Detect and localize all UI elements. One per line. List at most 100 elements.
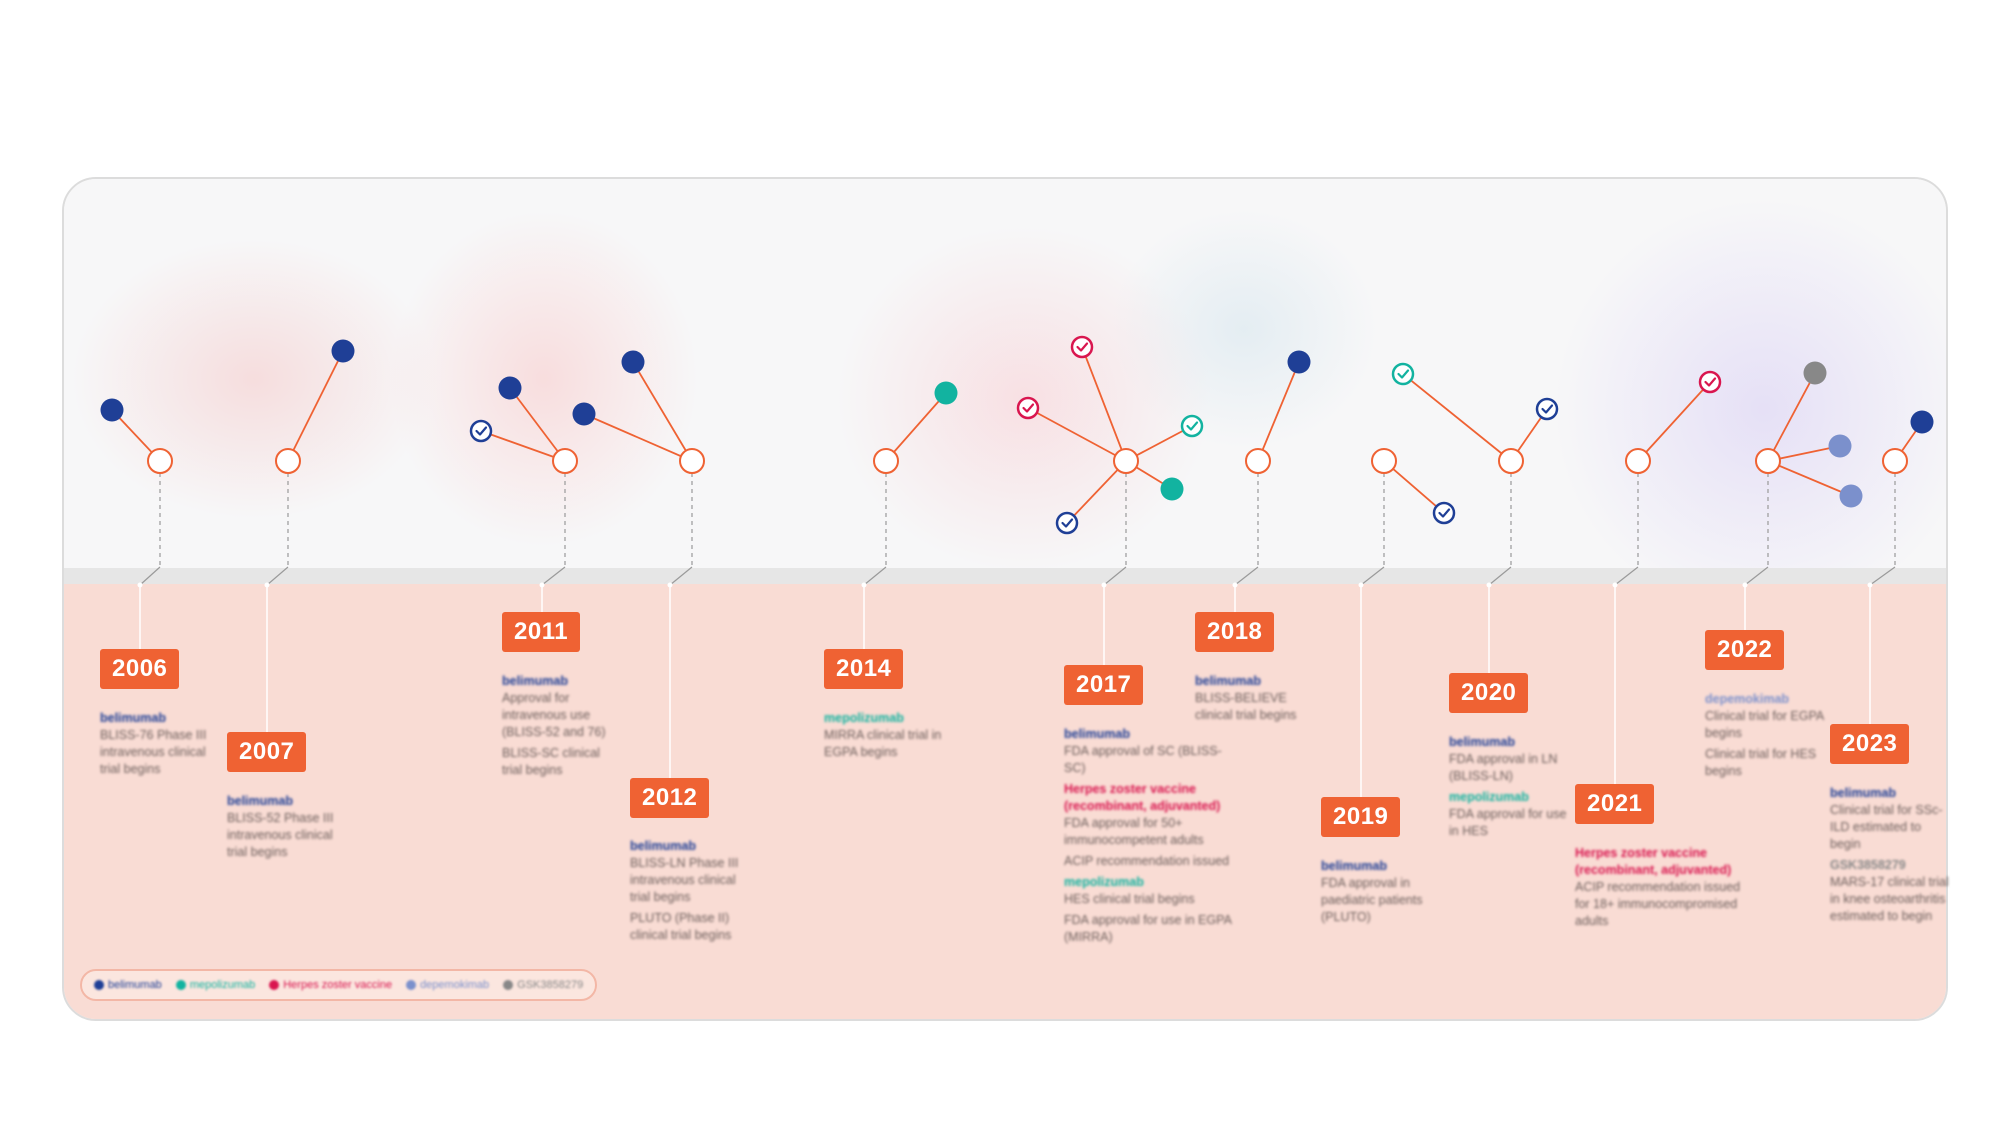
drop-dot-2014	[861, 582, 867, 588]
rail-connector-2022	[1744, 566, 1769, 586]
drug-name: belimumab	[100, 711, 166, 725]
marker-check-ring-2017-0	[1016, 396, 1040, 420]
drop-dot-2007	[264, 582, 270, 588]
drop-dot-2021	[1612, 582, 1618, 588]
marker-check-ring-2021-0	[1698, 370, 1722, 394]
drug-name: mepolizumab	[824, 711, 904, 725]
year-badge-2017: 2017	[1064, 665, 1144, 705]
milestone-hub-2006	[147, 448, 173, 474]
legend-dot-icon	[269, 980, 280, 990]
legend-item: GSK3858279	[503, 979, 583, 991]
legend-dot-icon	[94, 980, 104, 990]
drug-name: belimumab	[630, 839, 696, 853]
legend-dot-icon	[175, 980, 186, 990]
year-badge-2021: 2021	[1575, 784, 1655, 824]
marker-check-ring-2017-2	[1055, 511, 1079, 535]
milestone-hub-2021	[1625, 448, 1651, 474]
marker-dot-2022-1	[1828, 434, 1852, 458]
drug-name: belimumab	[1321, 859, 1387, 873]
marker-check-ring-2011-0	[469, 419, 493, 443]
marker-check-ring-2020-0	[1391, 362, 1415, 386]
event-text: MARS-17 clinical trial in knee osteoarth…	[1830, 875, 1949, 923]
milestone-hub-2014	[873, 448, 899, 474]
drop-dot-2018	[1232, 582, 1238, 588]
connector-2022-0	[1767, 372, 1816, 462]
event-text: BLISS-LN Phase III intravenous clinical …	[630, 856, 739, 904]
connector-2021-0	[1637, 381, 1711, 462]
drop-dot-2012	[667, 582, 673, 588]
marker-dot-2011-1	[498, 376, 522, 400]
drop-dot-2023	[1867, 582, 1873, 588]
event-text: PLUTO (Phase II) clinical trial begins	[630, 911, 732, 942]
event-text: Clinical trial for HES begins	[1705, 747, 1817, 778]
rail-connector-2007	[266, 566, 289, 586]
check-icon	[1704, 377, 1717, 387]
event-text: BLISS-52 Phase III intravenous clinical …	[227, 811, 334, 859]
connector-2017-1	[1081, 346, 1127, 462]
drug-name: mepolizumab	[1064, 875, 1144, 889]
milestone-hub-2018	[1245, 448, 1271, 474]
drop-dot-2006	[137, 582, 143, 588]
milestone-hub-2011	[552, 448, 578, 474]
check-icon	[1076, 342, 1089, 352]
check-icon	[475, 426, 488, 436]
milestone-hub-2007	[275, 448, 301, 474]
marker-check-ring-2019-0	[1432, 501, 1456, 525]
legend-item: depemokimab	[406, 979, 489, 991]
check-icon	[1186, 421, 1199, 431]
event-text: Clinical trial for EGPA begins	[1705, 709, 1824, 740]
milestone-description-2021: Herpes zoster vaccine (recombinant, adju…	[1575, 845, 1750, 934]
drug-name: depemokimab	[1705, 692, 1790, 706]
legend-dot-icon	[406, 980, 417, 990]
legend-item: belimumab	[94, 979, 162, 991]
marker-dot-2022-0	[1803, 361, 1827, 385]
event-text: FDA approval for use in HES	[1449, 807, 1567, 838]
event-text: Clinical trial for SSc-ILD estimated to …	[1830, 803, 1943, 851]
legend-label: depemokimab	[420, 979, 490, 991]
connector-2019-0	[1383, 460, 1445, 514]
rail-connector-2012	[669, 566, 693, 586]
event-text: HES clinical trial begins	[1064, 892, 1195, 906]
year-badge-2007: 2007	[227, 732, 307, 772]
event-text: Approval for intravenous use (BLISS-52 a…	[502, 691, 606, 739]
drug-name: belimumab	[227, 794, 293, 808]
legend-item: Herpes zoster vaccine	[269, 979, 392, 991]
rail-connector-2014	[863, 566, 887, 586]
connector-2012-0	[583, 413, 693, 462]
marker-dot-2007-0	[331, 339, 355, 363]
event-text: FDA approval in LN (BLISS-LN)	[1449, 752, 1558, 783]
event-text: BLISS-76 Phase III intravenous clinical …	[100, 728, 207, 776]
event-text: ACIP recommendation issued for 18+ immun…	[1575, 880, 1741, 928]
marker-check-ring-2020-1	[1535, 397, 1559, 421]
marker-dot-2014-0	[934, 381, 958, 405]
connector-2022-2	[1767, 460, 1852, 497]
drop-dot-2022	[1742, 582, 1748, 588]
marker-dot-2012-1	[621, 350, 645, 374]
year-badge-2006: 2006	[100, 649, 180, 689]
drug-name: Herpes zoster vaccine (recombinant, adju…	[1064, 782, 1221, 813]
connector-2007-0	[287, 350, 344, 462]
year-badge-2022: 2022	[1705, 630, 1785, 670]
year-badge-2012: 2012	[630, 778, 710, 818]
marker-dot-2022-2	[1839, 484, 1863, 508]
connector-2020-0	[1402, 373, 1512, 462]
legend-label: belimumab	[108, 979, 162, 991]
drug-name: GSK3858279	[1830, 858, 1906, 872]
connector-2011-0	[480, 430, 566, 462]
marker-check-ring-2017-1	[1070, 335, 1094, 359]
marker-dot-2006-0	[100, 398, 124, 422]
check-icon	[1541, 404, 1554, 414]
marker-dot-2017-3	[1160, 477, 1184, 501]
marker-dot-2023-0	[1910, 410, 1934, 434]
rail-connector-2020	[1488, 566, 1512, 586]
milestone-hub-2020	[1498, 448, 1524, 474]
drop-dot-2020	[1486, 582, 1492, 588]
rail-connector-2018	[1234, 566, 1259, 586]
